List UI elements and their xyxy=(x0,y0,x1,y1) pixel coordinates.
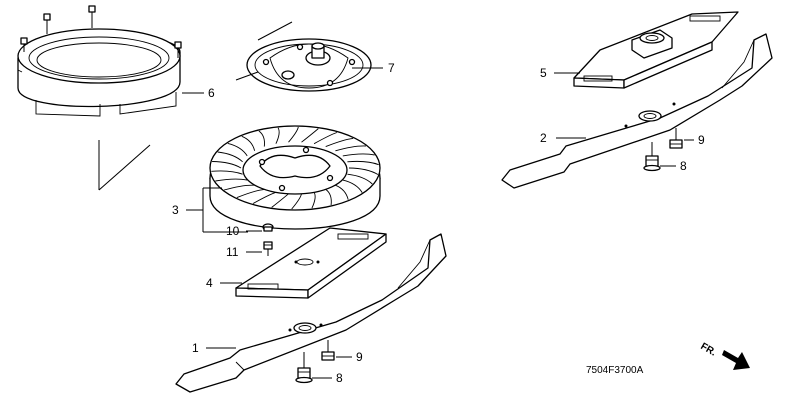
fan-fin xyxy=(347,173,373,185)
callout-8-front: 8 xyxy=(336,371,343,385)
callout-9-front: 9 xyxy=(356,350,363,364)
callout-3: 3 xyxy=(172,203,179,217)
bolt-10[interactable] xyxy=(262,223,274,232)
fan-fin xyxy=(288,126,299,143)
fan-fin xyxy=(342,179,363,193)
callout-9-rear: 9 xyxy=(698,133,705,147)
fan-fin xyxy=(311,192,316,209)
fan-fin xyxy=(301,128,319,143)
callout-1: 1 xyxy=(192,341,199,355)
blade-front[interactable] xyxy=(175,233,447,393)
bolt-11[interactable] xyxy=(263,241,273,256)
cooling-fan[interactable] xyxy=(209,125,381,230)
fan-fin xyxy=(236,188,265,199)
front-direction-marker: FR. xyxy=(699,341,750,370)
blade-rear[interactable] xyxy=(501,33,773,189)
fan-fin xyxy=(212,161,242,169)
bolt-front-9[interactable] xyxy=(321,340,335,361)
fan-fin xyxy=(335,184,349,200)
fan-fin xyxy=(275,127,280,144)
fan-fin xyxy=(342,153,375,157)
fan-fin xyxy=(241,135,256,151)
bolt-rear-8[interactable] xyxy=(643,142,661,172)
fan-fin xyxy=(223,184,255,191)
callout-4: 4 xyxy=(206,276,213,290)
bolt-front-8[interactable] xyxy=(295,352,313,384)
fan-fin xyxy=(211,170,243,175)
callout-7: 7 xyxy=(388,61,395,75)
callout-2: 2 xyxy=(540,131,547,145)
fan-fin xyxy=(313,132,338,145)
fan-fin xyxy=(215,178,248,182)
fan-fin xyxy=(335,145,366,152)
drawing-code: 7504F3700A xyxy=(586,365,644,376)
front-arrow-icon xyxy=(722,350,750,370)
fan-fin xyxy=(271,193,289,208)
fan-fin xyxy=(217,151,243,163)
callout-8-rear: 8 xyxy=(680,159,687,173)
blade-holder-front[interactable] xyxy=(235,227,387,299)
callout-10: 10 xyxy=(226,224,240,238)
fan-fin xyxy=(325,189,332,206)
fan-fin xyxy=(347,160,379,166)
fan-fin xyxy=(227,142,248,157)
guard-ring[interactable] xyxy=(17,5,182,117)
fan-fin xyxy=(291,193,302,210)
callout-6: 6 xyxy=(208,86,215,100)
fan-fin xyxy=(348,167,379,175)
fan-fin xyxy=(325,137,354,148)
blade-hub[interactable] xyxy=(246,38,372,92)
blade-holder-rear[interactable] xyxy=(573,11,739,89)
callout-11: 11 xyxy=(226,245,239,259)
bolt-rear-9[interactable] xyxy=(669,128,683,149)
front-label: FR. xyxy=(699,341,719,359)
fan-fin xyxy=(258,130,265,147)
callout-5: 5 xyxy=(540,66,547,80)
